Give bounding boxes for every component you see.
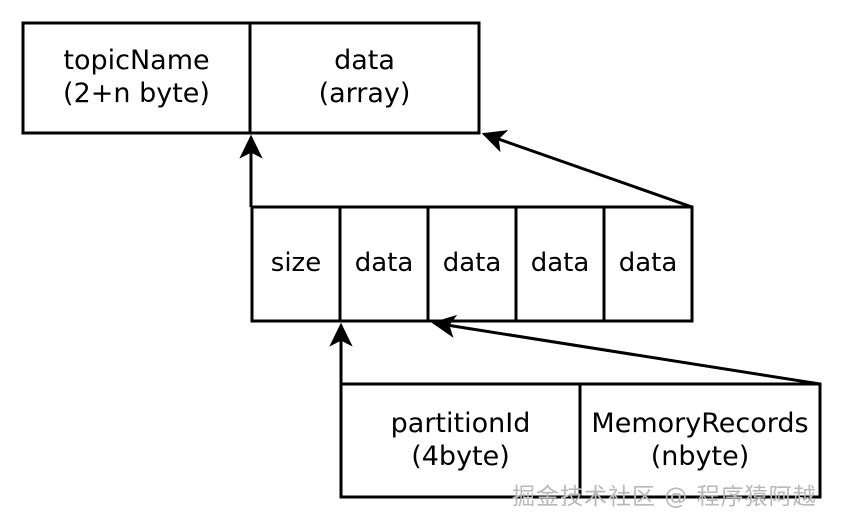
connector-array-to-topic-diagonal — [481, 130, 693, 209]
watermark-text: 掘金技术社区 @ 程序猿阿越 — [512, 484, 817, 510]
array-row-box — [250, 205, 694, 323]
connector-partition-to-array-diagonal — [431, 314, 821, 386]
